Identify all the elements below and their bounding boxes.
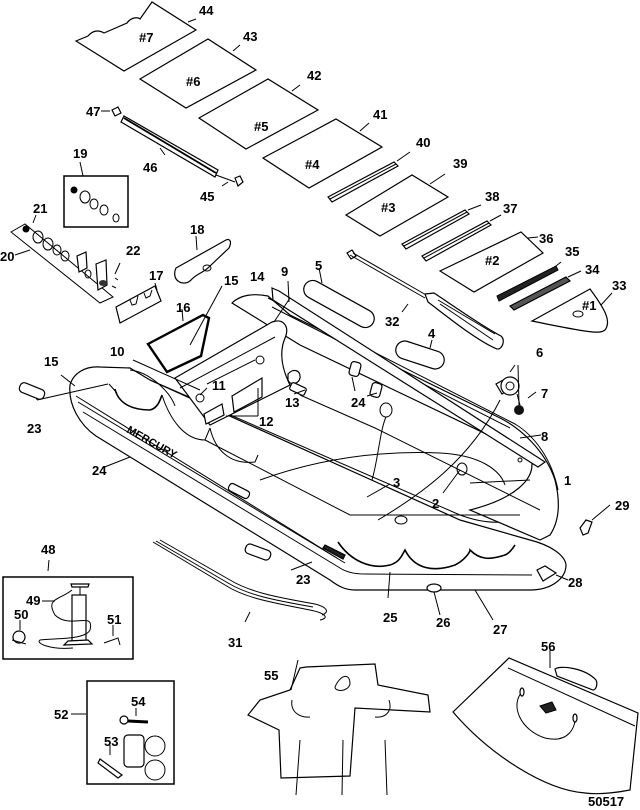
callout-22: 22 <box>126 243 140 258</box>
callout-labels: 1 2 3 4 5 6 7 8 9 10 11 12 13 14 15 15 1… <box>0 3 629 749</box>
callout-49: 49 <box>26 593 40 608</box>
callout-15a: 15 <box>224 273 238 288</box>
callout-13: 13 <box>285 395 299 410</box>
callout-8: 8 <box>541 429 548 444</box>
callout-9: 9 <box>281 264 288 279</box>
repair-kit-52 <box>71 680 175 785</box>
floor-panel-3-label: #3 <box>381 200 395 215</box>
callout-35: 35 <box>565 244 579 259</box>
callout-48: 48 <box>41 542 55 557</box>
callout-17: 17 <box>149 268 163 283</box>
callout-39: 39 <box>453 156 467 171</box>
callout-4: 4 <box>428 326 436 341</box>
callout-40: 40 <box>416 135 430 150</box>
callout-25: 25 <box>383 610 397 625</box>
oarlock-kit-20 <box>10 214 121 304</box>
floor-panel-5-label: #5 <box>254 119 268 134</box>
keel-guard-31 <box>152 539 327 623</box>
callout-38: 38 <box>485 189 499 204</box>
patch-5 <box>303 267 375 329</box>
oar-holder-17 <box>115 282 162 324</box>
callout-26: 26 <box>436 615 450 630</box>
callout-11: 11 <box>212 378 226 393</box>
callout-18: 18 <box>190 222 204 237</box>
leader-lines <box>36 285 611 621</box>
callout-2: 2 <box>432 496 439 511</box>
stringer-37 <box>421 214 502 262</box>
floor-panel-6-label: #6 <box>186 74 200 89</box>
seat-bag-18 <box>174 235 232 284</box>
callout-24a: 24 <box>92 463 107 478</box>
floor-panel-4-label: #4 <box>305 157 320 172</box>
callout-36: 36 <box>539 231 553 246</box>
floor-panel-1-label: #1 <box>582 298 596 313</box>
callout-32: 32 <box>385 314 399 329</box>
callout-24b: 24 <box>351 395 366 410</box>
oring-kit-19 <box>63 161 129 228</box>
callout-23b: 23 <box>296 572 310 587</box>
callout-33: 33 <box>612 278 626 293</box>
callout-23a: 23 <box>27 421 41 436</box>
callout-7: 7 <box>541 386 548 401</box>
callout-54: 54 <box>131 694 146 709</box>
callout-46: 46 <box>143 160 157 175</box>
stringer-40 <box>327 151 411 203</box>
valve-6 <box>495 364 537 415</box>
callout-47: 47 <box>86 104 100 119</box>
callout-44: 44 <box>199 3 214 18</box>
callout-16: 16 <box>176 300 190 315</box>
callout-10: 10 <box>110 344 124 359</box>
callout-27: 27 <box>493 622 507 637</box>
callout-28: 28 <box>568 575 582 590</box>
callout-37: 37 <box>503 201 517 216</box>
callout-1: 1 <box>564 473 571 488</box>
callout-21: 21 <box>33 201 47 216</box>
callout-14: 14 <box>250 269 265 284</box>
floor-panel-5: #5 <box>197 78 320 150</box>
floor-panel-4: #4 <box>261 118 384 189</box>
callout-15b: 15 <box>44 354 58 369</box>
callout-29: 29 <box>615 498 629 513</box>
floor-panel-7: #7 <box>74 1 198 72</box>
callout-52: 52 <box>54 707 68 722</box>
callout-53: 53 <box>104 734 118 749</box>
cover-55 <box>247 659 431 796</box>
callout-20: 20 <box>0 249 14 264</box>
callout-34: 34 <box>585 262 600 277</box>
callout-45: 45 <box>200 189 214 204</box>
callout-19: 19 <box>73 146 87 161</box>
patch-4 <box>395 339 445 370</box>
callout-3: 3 <box>393 475 400 490</box>
pump-kit-48 <box>2 559 134 660</box>
floor-panel-7-label: #7 <box>139 30 153 45</box>
callout-51: 51 <box>107 612 121 627</box>
callout-56: 56 <box>541 639 555 654</box>
storage-bag-56 <box>452 650 639 795</box>
handle-23b <box>244 543 272 561</box>
stringer-35 <box>496 261 562 302</box>
callout-41: 41 <box>373 107 387 122</box>
floor-panel-2-label: #2 <box>485 253 499 268</box>
stringer-38 <box>401 204 482 250</box>
callout-12: 12 <box>259 414 273 429</box>
floor-panel-6: #6 <box>138 38 258 109</box>
transom-pad-16 <box>146 308 211 374</box>
callout-5: 5 <box>315 258 322 273</box>
floor-panel-3: #3 <box>344 173 450 237</box>
callout-42: 42 <box>307 68 321 83</box>
callout-55: 55 <box>264 668 278 683</box>
handle-23a <box>18 382 46 400</box>
stringer-34 <box>508 270 582 311</box>
callout-50: 50 <box>14 607 28 622</box>
reference-number: 50517 <box>588 794 624 809</box>
boat-hull: MERCURY <box>69 280 593 593</box>
floor-panel-1: #1 <box>530 288 613 333</box>
callout-31: 31 <box>228 635 242 650</box>
oar-32 <box>346 249 504 350</box>
seat-46 <box>101 106 244 187</box>
callout-6: 6 <box>536 345 543 360</box>
callout-43: 43 <box>243 29 257 44</box>
floor-panel-2: #2 <box>438 231 544 293</box>
